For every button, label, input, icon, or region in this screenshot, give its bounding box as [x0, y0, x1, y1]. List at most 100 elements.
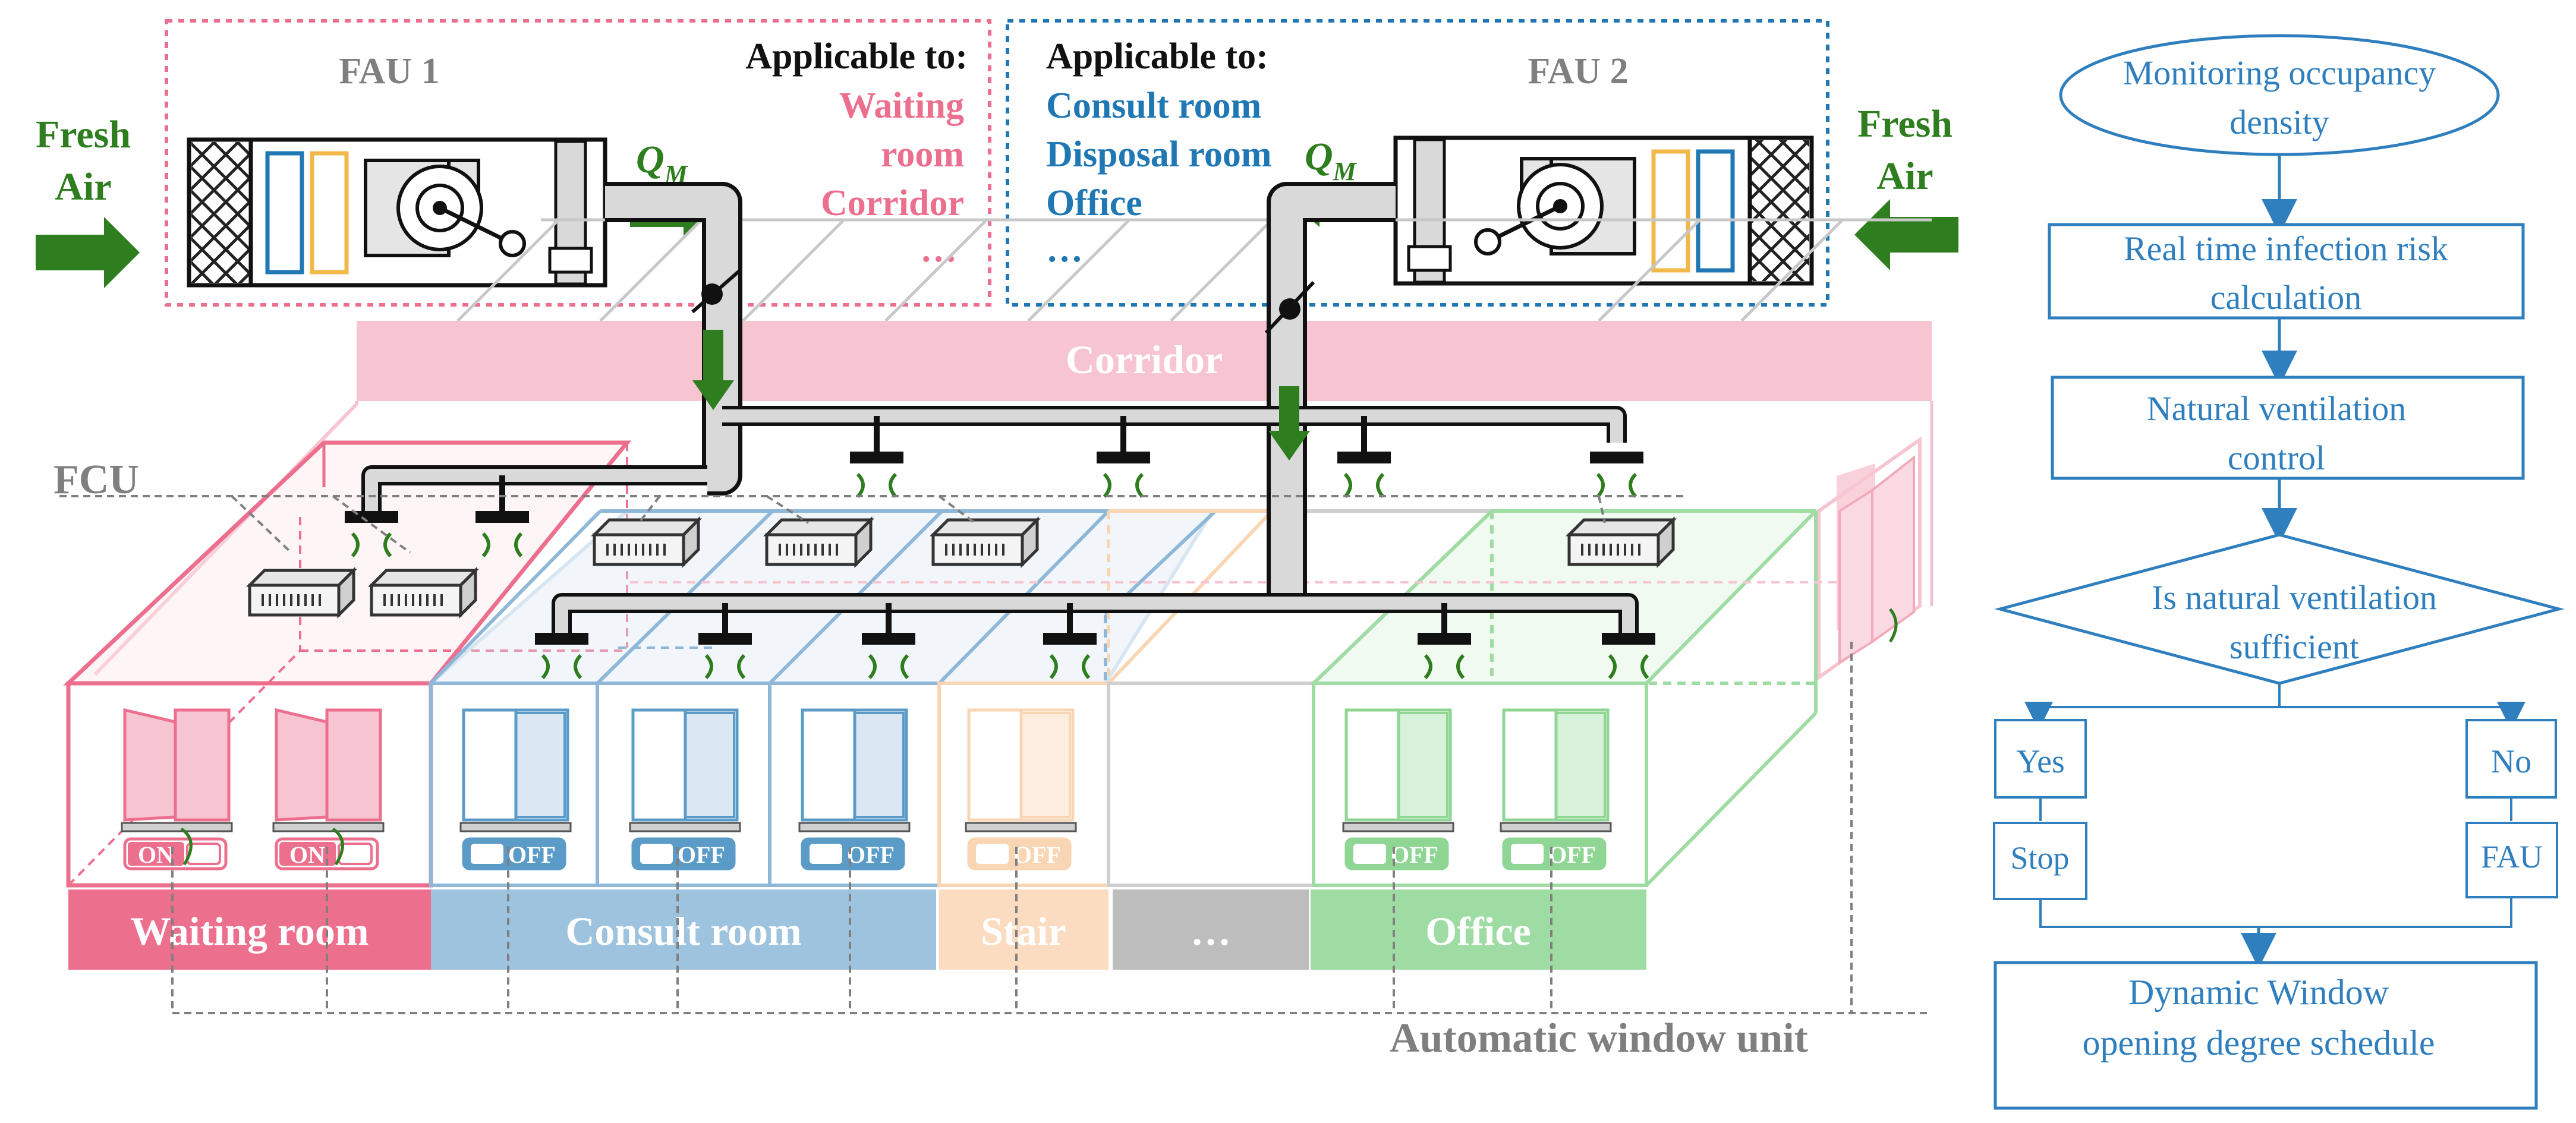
- flowchart-stop-label: Stop: [2010, 840, 2069, 876]
- fau2-applicable-item-4: …: [1046, 229, 1083, 270]
- flowchart-decision-line2: sufficient: [2229, 627, 2359, 666]
- room-label-stair: Stair: [981, 909, 1066, 954]
- automatic-window: [798, 708, 911, 832]
- fau1-applicable-item-4: …: [920, 229, 957, 270]
- fau1-heating-coil-icon: [310, 151, 349, 275]
- room-label-office: Office: [1425, 909, 1531, 954]
- flowchart-monitoring-line2: density: [2229, 103, 2329, 141]
- fau1-duct-damper-icon: [691, 269, 741, 314]
- right-wall-window: [1838, 455, 1915, 665]
- fcu-icon: [1565, 516, 1677, 569]
- window-switch[interactable]: OFF: [462, 837, 566, 870]
- diffuser-icon: [1418, 633, 1471, 680]
- control-flowchart: Monitoring occupancy density Real time i…: [1993, 34, 2565, 1110]
- fcu-icon: [929, 516, 1041, 569]
- fau2-title: FAU 2: [1528, 51, 1628, 92]
- fau2-flow-symbol: QM: [1305, 135, 1358, 186]
- fau2-applicable-heading: Applicable to:: [1046, 36, 1268, 77]
- diffuser-icon: [850, 452, 903, 499]
- fresh-air-right: Fresh Air: [1854, 102, 1958, 270]
- fcu-units: [245, 516, 1677, 619]
- window-switch-state: OFF: [1548, 841, 1596, 868]
- fcu-icon: [763, 516, 875, 569]
- fau1-applicable-item-2: room: [881, 134, 964, 175]
- diffusers: [345, 452, 1655, 680]
- windows: ON ON OFF OFF OFF OFF OFF OFF: [121, 708, 1612, 870]
- fcu-icon: [245, 566, 358, 619]
- fau2-unit: Applicable to: FAU 2 Consult room Dispos…: [1006, 19, 1829, 307]
- fau1-title: FAU 1: [339, 51, 439, 92]
- fau1-applicable-item-1: Waiting: [839, 86, 964, 126]
- fcu-icon: [590, 516, 703, 569]
- flowchart-fau-label: FAU: [2481, 839, 2543, 875]
- fresh-air-left-line2: Air: [55, 165, 111, 209]
- window-switch-state: ON: [138, 841, 174, 868]
- flowchart-decision-line1: Is natural ventilation: [2152, 578, 2437, 617]
- window-switch-state: ON: [289, 841, 325, 868]
- diffuser-icon: [535, 633, 588, 680]
- fau1-fan-icon: [364, 159, 526, 257]
- window-switch[interactable]: OFF: [801, 837, 905, 870]
- fau1-applicable-item-3: Corridor: [821, 183, 964, 223]
- window-switch[interactable]: OFF: [1344, 837, 1449, 870]
- fau2-applicable-item-2: Disposal room: [1046, 134, 1272, 175]
- flowchart-no-node: [2465, 719, 2557, 799]
- flowchart-nv-line2: control: [2228, 439, 2325, 477]
- diffuser-icon: [1602, 633, 1655, 680]
- window-switch[interactable]: OFF: [967, 837, 1072, 870]
- room-labels: Waiting room Consult room Stair … Office: [68, 889, 1646, 970]
- corridor-band: [357, 321, 1932, 401]
- diffuser-icon: [1337, 452, 1391, 499]
- fau2-duct-down-arrow-icon: [1268, 386, 1310, 460]
- flowchart-dynamic-window-node: [1994, 961, 2538, 1110]
- diffuser-icon: [1097, 452, 1150, 499]
- automatic-window: [965, 708, 1077, 832]
- flowchart-nv-control-node: [2051, 376, 2525, 480]
- window-switch-state: OFF: [1391, 841, 1438, 868]
- room-label-consult: Consult room: [565, 909, 801, 954]
- window-switch-state: OFF: [678, 841, 725, 868]
- automatic-window-unit-label: Automatic window unit: [1390, 1015, 1808, 1061]
- fau1-applicable-heading: Applicable to:: [745, 36, 968, 77]
- fau2-filter-hatch-icon: [1750, 140, 1809, 281]
- window-switch[interactable]: OFF: [1502, 837, 1607, 870]
- flowchart-stop-node: [1993, 822, 2087, 900]
- fau2-heating-coil-icon: [1651, 149, 1690, 273]
- window-switch[interactable]: ON: [123, 827, 228, 870]
- flowchart-no-label: No: [2491, 743, 2531, 780]
- diffuser-icon: [698, 633, 752, 680]
- automatic-window: [629, 708, 741, 832]
- room-label-ellipsis: …: [1191, 909, 1231, 954]
- window-switch-state: OFF: [847, 841, 895, 868]
- fau2-applicable-item-3: Office: [1046, 183, 1142, 223]
- fau1-unit: FAU 1 Applicable to: Waiting room Corrid…: [165, 19, 991, 307]
- flowchart-risk-line2: calculation: [2210, 278, 2361, 317]
- window-switch-state: OFF: [1013, 841, 1061, 868]
- window-switch-state: OFF: [508, 841, 556, 868]
- diffuser-icon: [1043, 633, 1097, 680]
- fresh-air-right-line2: Air: [1876, 154, 1933, 198]
- flowchart-yes-label: Yes: [2016, 743, 2064, 780]
- fau1-filter-hatch-icon: [191, 142, 251, 283]
- fresh-air-left: Fresh Air: [36, 113, 140, 288]
- fau1-flow-symbol: QM: [636, 138, 689, 189]
- flowchart-dynamic-line2: opening degree schedule: [2082, 1023, 2435, 1062]
- flowchart-nv-line1: Natural ventilation: [2147, 389, 2406, 428]
- ductwork: [361, 182, 1639, 636]
- fau2-damper-icon: [1407, 138, 1452, 284]
- right-end-wall: [1817, 436, 1922, 681]
- automatic-window: [459, 708, 572, 832]
- automatic-window: [1342, 708, 1454, 832]
- flowchart-risk-node: [2048, 223, 2525, 320]
- flowchart-dynamic-line1: Dynamic Window: [2128, 973, 2389, 1012]
- diffuser-icon: [1590, 452, 1643, 499]
- fau2-fan-icon: [1474, 157, 1636, 255]
- automatic-window: [1500, 708, 1612, 832]
- diffuser-icon: [475, 511, 529, 558]
- window-switch[interactable]: OFF: [631, 837, 736, 870]
- fresh-air-left-line1: Fresh: [36, 113, 131, 156]
- fresh-air-right-line1: Fresh: [1857, 102, 1953, 146]
- diffuser-icon: [345, 511, 398, 558]
- flowchart-monitoring-line1: Monitoring occupancy: [2123, 53, 2436, 92]
